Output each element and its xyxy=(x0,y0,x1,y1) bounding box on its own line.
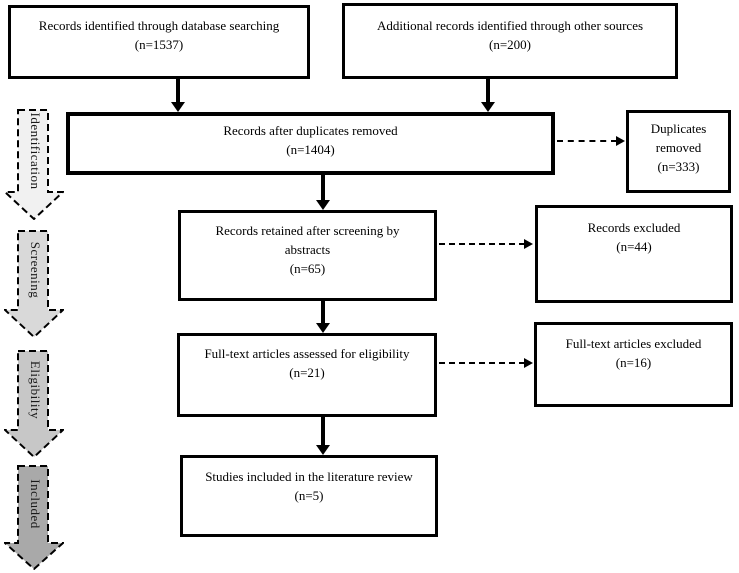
stage-arrow-screening xyxy=(4,230,64,338)
arrowhead-down-icon xyxy=(316,323,330,333)
box-additional-records: Additional records identified through ot… xyxy=(342,3,678,79)
connector-database-to-dedup xyxy=(176,79,180,103)
box-count: (n=333) xyxy=(657,158,700,174)
connector-other-to-dedup xyxy=(486,79,490,103)
box-label: Records identified through database sear… xyxy=(38,18,280,33)
stage-label-eligibility: Eligibility xyxy=(28,360,43,420)
connector-dedup-to-duplicates-removed xyxy=(557,140,617,142)
stage-arrow-shape xyxy=(4,230,64,338)
box-count: (n=44) xyxy=(616,238,652,254)
arrowhead-right-icon xyxy=(524,358,533,368)
box-label: Duplicates xyxy=(650,121,707,136)
stage-arrow-shape xyxy=(4,465,64,570)
arrowhead-down-icon xyxy=(171,102,185,112)
box-label: abstracts xyxy=(284,241,331,257)
box-count: (n=21) xyxy=(289,364,325,380)
stage-arrow-identification xyxy=(4,109,64,220)
stage-arrow-included xyxy=(4,465,64,570)
box-fulltext-assessed: Full-text articles assessed for eligibil… xyxy=(177,333,437,417)
stage-label-identification: Identification xyxy=(28,112,43,190)
stage-label-screening: Screening xyxy=(28,241,43,299)
box-fulltext-excluded: Full-text articles excluded (n=16) xyxy=(534,322,733,407)
connector-fulltext-to-included xyxy=(321,417,325,445)
box-records-excluded: Records excluded (n=44) xyxy=(535,205,733,303)
arrowhead-down-icon xyxy=(316,445,330,455)
connector-screened-to-records-excluded xyxy=(439,243,525,245)
box-label: Records excluded xyxy=(587,220,681,235)
stage-label-included: Included xyxy=(28,479,43,529)
stage-arrow-shape xyxy=(4,109,64,220)
box-count: (n=5) xyxy=(294,487,324,503)
box-count: (n=1404) xyxy=(286,141,335,157)
box-after-duplicates-removed: Records after duplicates removed (n=1404… xyxy=(66,112,555,175)
arrowhead-right-icon xyxy=(524,239,533,249)
box-count: (n=1537) xyxy=(134,36,184,52)
box-studies-included: Studies included in the literature revie… xyxy=(180,455,438,537)
box-label: Studies included in the literature revie… xyxy=(205,469,413,484)
box-count: (n=200) xyxy=(489,36,531,52)
box-duplicates-removed: Duplicates removed (n=333) xyxy=(626,110,731,193)
arrowhead-down-icon xyxy=(316,200,330,210)
connector-screened-to-fulltext xyxy=(321,301,325,323)
stage-arrow-eligibility xyxy=(4,350,64,458)
connector-dedup-to-screened xyxy=(321,175,325,200)
box-label: Records retained after screening by xyxy=(215,223,400,238)
box-label: Full-text articles excluded xyxy=(565,336,702,351)
box-records-screened-abstracts: Records retained after screening by abst… xyxy=(178,210,437,301)
arrowhead-down-icon xyxy=(481,102,495,112)
box-label: Full-text articles assessed for eligibil… xyxy=(204,346,410,361)
box-records-database-search: Records identified through database sear… xyxy=(8,5,310,79)
box-label: Records after duplicates removed xyxy=(223,123,398,138)
box-count: (n=16) xyxy=(615,354,652,370)
box-label: Additional records identified through ot… xyxy=(376,18,644,33)
arrowhead-right-icon xyxy=(616,136,625,146)
box-count: (n=65) xyxy=(289,260,326,276)
stage-arrow-shape xyxy=(4,350,64,458)
box-label: removed xyxy=(655,139,702,155)
connector-fulltext-to-fulltext-excluded xyxy=(439,362,525,364)
